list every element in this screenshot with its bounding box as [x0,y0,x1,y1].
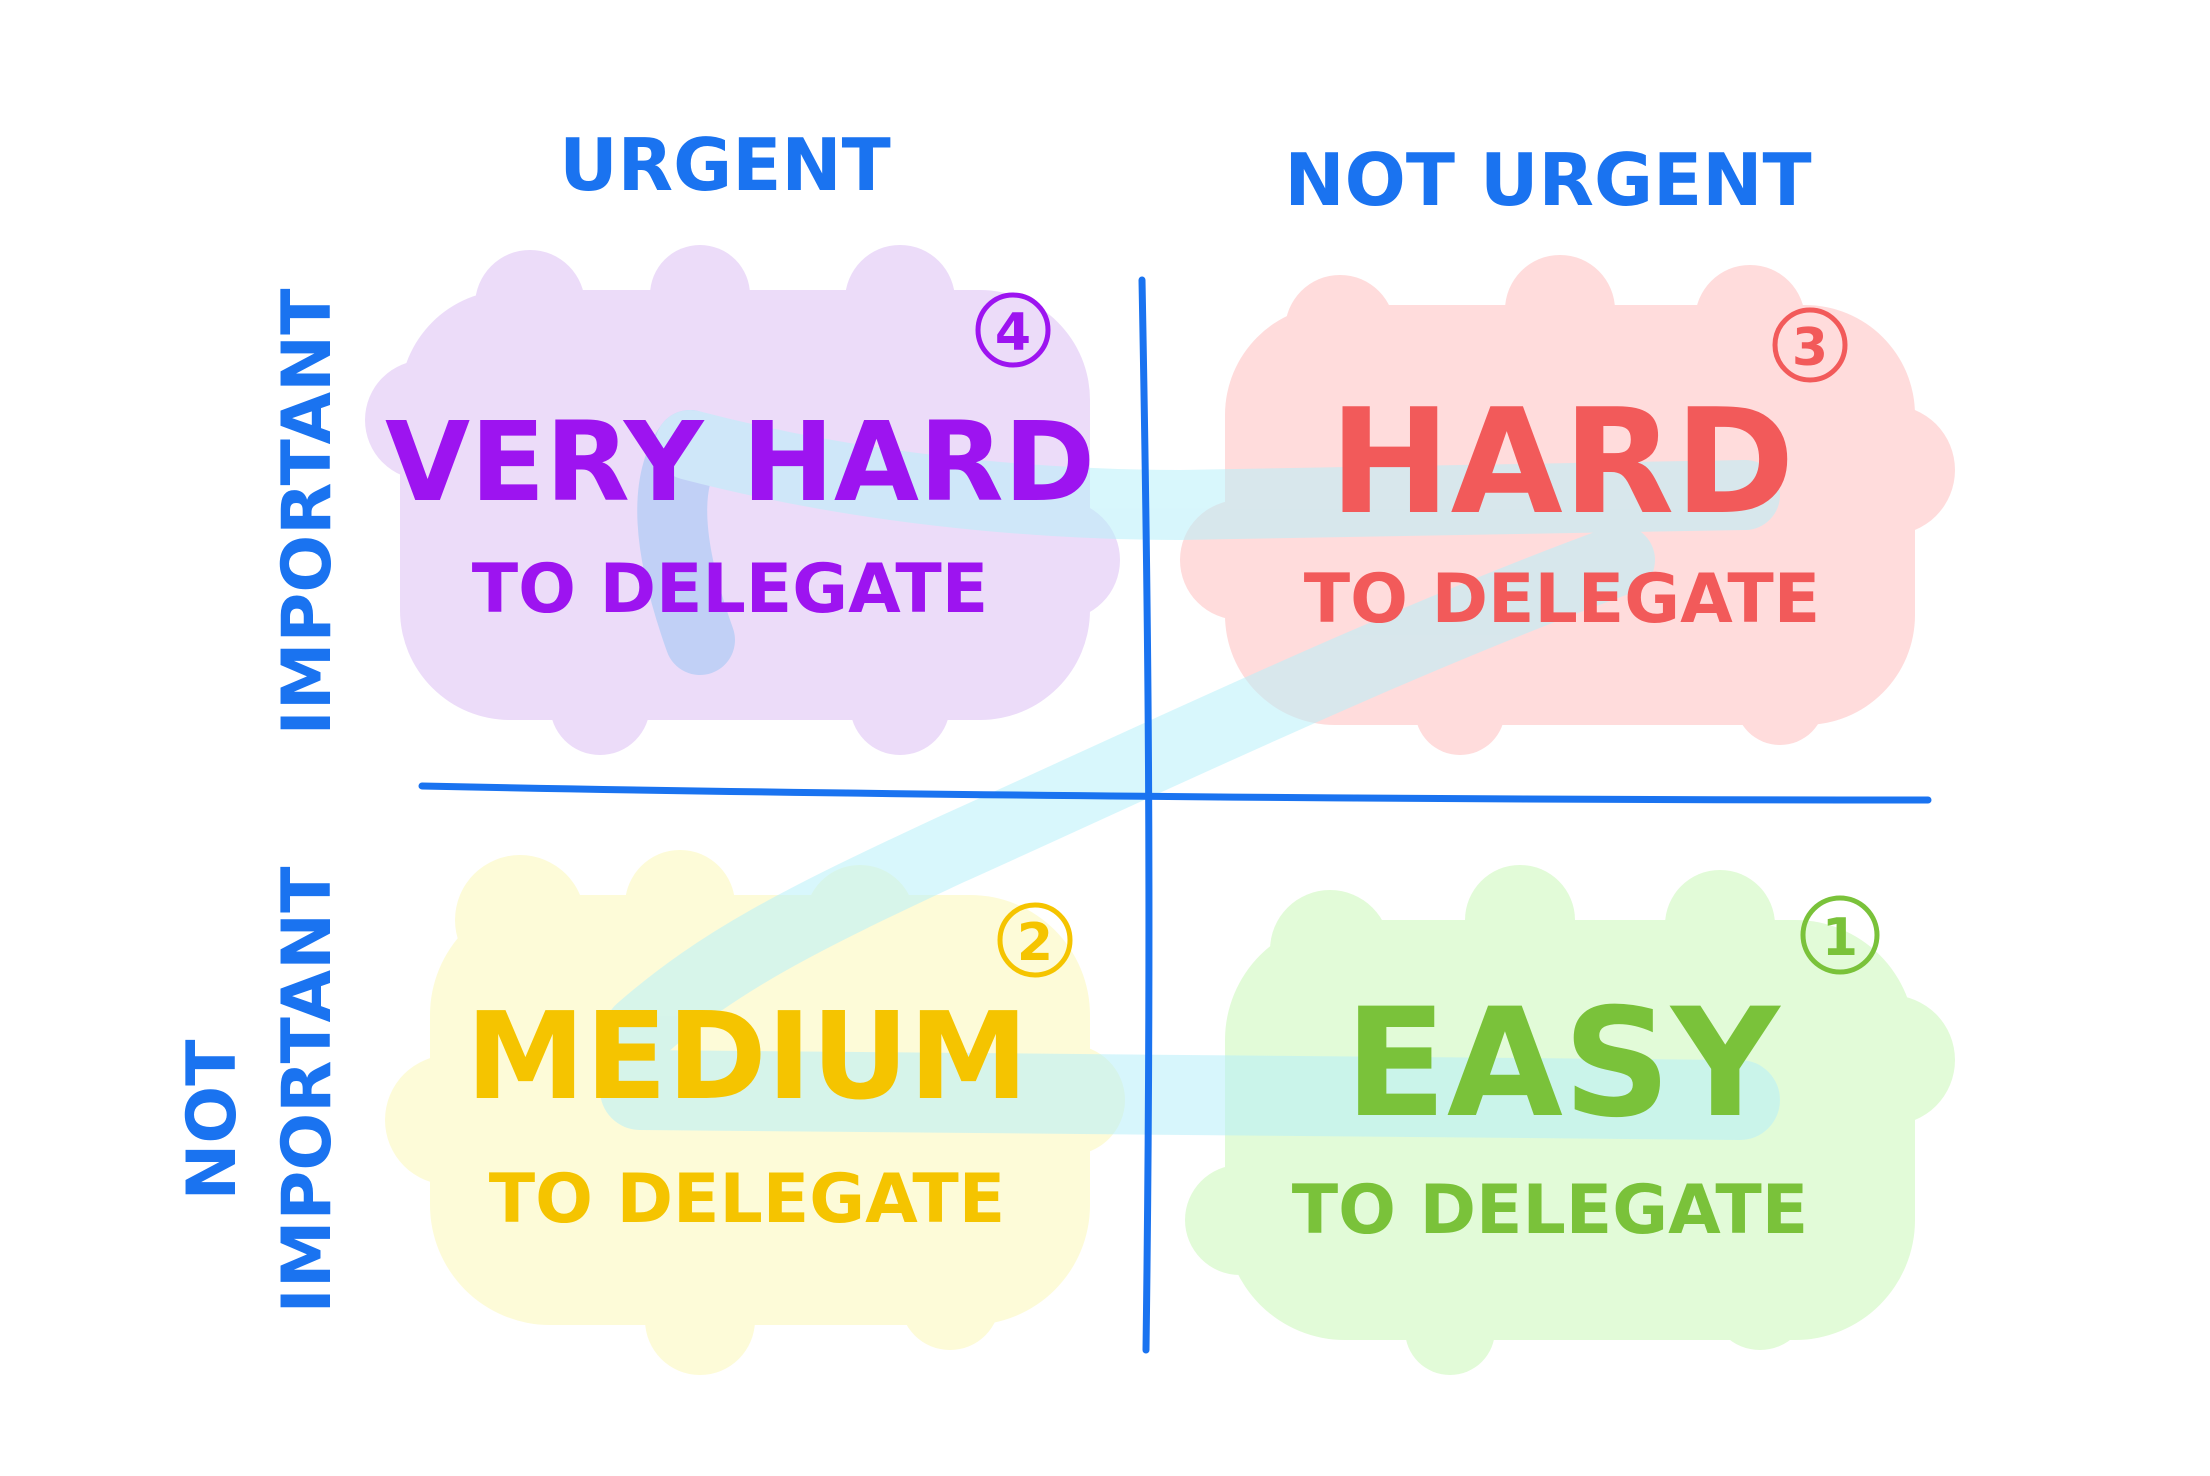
rank-badge-4: 4 [975,292,1051,368]
rank-number: 2 [1017,913,1053,973]
rank-number: 1 [1822,908,1858,968]
rank-number: 3 [1792,318,1828,378]
quadrant-bottom-right-title: EASY [1344,977,1782,1151]
quadrant-top-left-subtitle: TO DELEGATE [472,550,989,629]
quadrant-bottom-left-subtitle: TO DELEGATE [489,1160,1006,1239]
column-header-urgent: URGENT [559,123,891,207]
rank-badge-1: 1 [1800,895,1880,975]
rank-badge-3: 3 [1772,307,1848,383]
quadrant-bottom-right-subtitle: TO DELEGATE [1292,1171,1809,1250]
row-header-important: IMPORTANT [268,288,347,736]
rank-number: 4 [995,303,1031,363]
quadrant-top-right-title: HARD [1329,378,1795,547]
vertical-axis-line [1138,276,1153,1354]
quadrant-top-left-title: VERY HARD [385,398,1095,526]
quadrant-top-right-subtitle: TO DELEGATE [1304,560,1821,639]
row-header-not-important-line2: IMPORTANT [268,866,347,1314]
rank-badge-2: 2 [997,902,1073,978]
order-path [600,410,1780,1140]
quadrant-top-left-blob [365,245,1120,755]
row-header-not-line1: NOT [173,1039,252,1201]
horizontal-axis-line [418,782,1932,804]
quadrant-bottom-left-title: MEDIUM [466,988,1029,1127]
column-header-not-urgent: NOT URGENT [1284,138,1811,222]
